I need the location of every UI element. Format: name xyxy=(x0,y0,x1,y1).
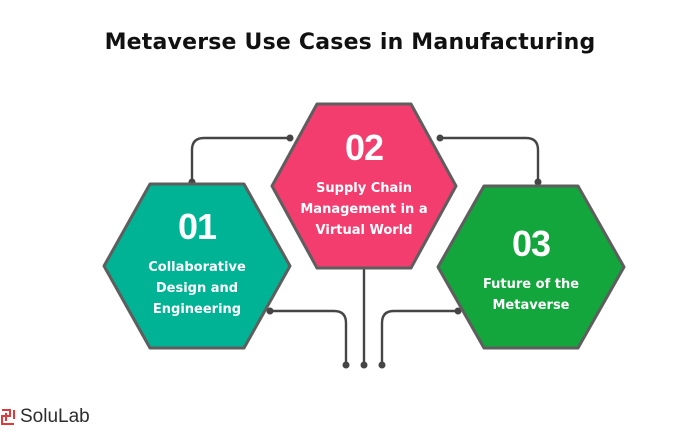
use-case-02: 02 Supply Chain Management in a Virtual … xyxy=(291,130,437,241)
connector-dot xyxy=(360,361,368,369)
connector-dots xyxy=(188,134,542,369)
page-title: Metaverse Use Cases in Manufacturing xyxy=(104,30,596,55)
use-case-label: Future of the Metaverse xyxy=(482,277,580,313)
use-case-label: Collaborative Design and Engineering xyxy=(148,260,246,317)
connector-right-bottom xyxy=(380,309,460,367)
connector-left-top xyxy=(190,136,292,184)
use-case-number: 02 xyxy=(344,127,384,168)
use-case-01: 01 Collaborative Design and Engineering xyxy=(122,209,272,320)
connector-dot xyxy=(266,307,274,315)
use-case-number: 03 xyxy=(511,223,551,264)
solulab-logo-icon xyxy=(1,409,15,425)
hexagon-03 xyxy=(436,184,626,350)
use-case-03: 03 Future of the Metaverse xyxy=(461,226,601,316)
connector-dot xyxy=(534,178,542,186)
connector-dot xyxy=(378,361,386,369)
use-case-number: 01 xyxy=(177,206,217,247)
brand-name: SoluLab xyxy=(20,406,90,427)
connector-dot xyxy=(286,134,294,142)
hexagon-01 xyxy=(102,182,292,350)
brand-logo: SoluLab xyxy=(0,404,90,430)
hexagon-02 xyxy=(270,102,458,270)
connectors xyxy=(190,136,540,367)
connector-right-top xyxy=(438,136,540,184)
use-case-label: Supply Chain Management in a Virtual Wor… xyxy=(300,181,428,238)
connector-dot xyxy=(436,134,444,142)
connector-dot xyxy=(342,361,350,369)
connector-dot xyxy=(454,307,462,315)
connector-left-bottom xyxy=(268,309,348,367)
